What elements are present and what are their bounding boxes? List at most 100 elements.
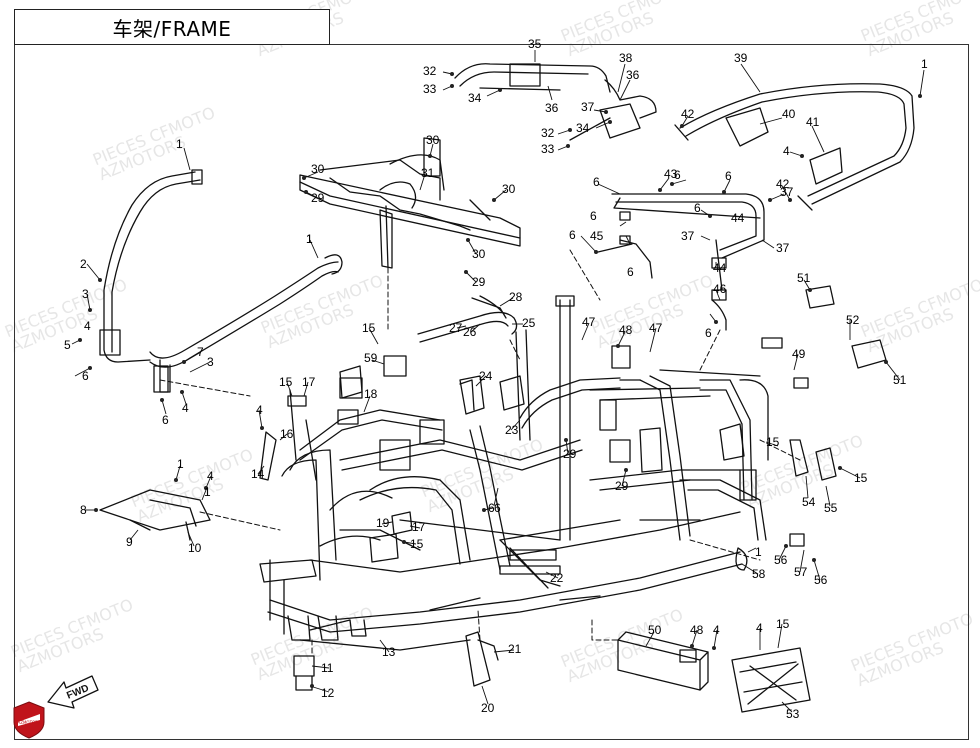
callout-label: 4 xyxy=(207,469,214,483)
callout-label: 37 xyxy=(780,185,794,199)
title-box: 车架/FRAME xyxy=(14,9,330,45)
callout-label: 14 xyxy=(251,467,265,481)
callout-label: 8 xyxy=(80,503,87,517)
callout-label: 56 xyxy=(774,553,788,567)
callout-label: 7 xyxy=(197,345,204,359)
lower-mount-part xyxy=(465,631,499,687)
callout-label: 32 xyxy=(541,126,555,140)
callout-label: 18 xyxy=(364,387,378,401)
callout-label: 43 xyxy=(664,167,678,181)
callout-label: 38 xyxy=(619,51,633,65)
callout-label: 6 xyxy=(593,175,600,189)
lower-bar-part xyxy=(149,254,343,393)
callout-label: 6 xyxy=(569,228,576,242)
callout-label: 6 xyxy=(627,265,634,279)
callout-label: 25 xyxy=(522,316,536,330)
fastener-dots xyxy=(78,72,922,688)
callout-label: 31 xyxy=(421,166,435,180)
callout-label: 41 xyxy=(806,115,820,129)
callout-labels: 35 38 36 32 33 34 36 37 34 32 33 39 1 42… xyxy=(64,37,928,721)
callout-label: 24 xyxy=(479,369,493,383)
callout-label: 20 xyxy=(481,701,495,715)
callout-label: 50 xyxy=(648,623,662,637)
callout-label: 6 xyxy=(162,413,169,427)
rear-crossbar-part xyxy=(617,631,709,691)
callout-label: 26 xyxy=(463,325,477,339)
callout-label: 45 xyxy=(590,229,604,243)
callout-label: 4 xyxy=(713,623,720,637)
callout-label: 15 xyxy=(766,435,780,449)
callout-label: 6 xyxy=(725,169,732,183)
callout-label: 4 xyxy=(182,401,189,415)
callout-label: 11 xyxy=(321,661,334,675)
callout-label: 39 xyxy=(734,51,748,65)
callout-label: 44 xyxy=(713,261,727,275)
callout-label: 44 xyxy=(731,211,745,225)
callout-label: 15 xyxy=(854,471,868,485)
callout-label: 36 xyxy=(626,68,640,82)
diagram-border xyxy=(14,44,969,740)
callout-label: 4 xyxy=(256,403,263,417)
callout-label: 1 xyxy=(306,232,313,246)
callout-label: 42 xyxy=(776,177,790,191)
callout-label: 29 xyxy=(472,275,486,289)
azmotors-logo-icon: AZMOTORS xyxy=(13,701,45,739)
callout-label: 32 xyxy=(423,64,437,78)
callout-label: 29 xyxy=(311,191,325,205)
callout-label: 15 xyxy=(776,617,790,631)
callout-label: 1 xyxy=(204,485,211,499)
callout-label: 36 xyxy=(545,101,559,115)
callout-label: 1 xyxy=(306,232,313,246)
callout-label: 42 xyxy=(681,107,695,121)
right-upper-bar-part xyxy=(674,83,915,211)
callout-label: 1 xyxy=(921,57,928,71)
main-frame-part xyxy=(259,295,769,651)
callout-label: 56 xyxy=(814,573,828,587)
callout-label: 40 xyxy=(782,107,796,121)
callout-label: 6 xyxy=(694,201,701,215)
logo-text: AZMOTORS xyxy=(18,720,41,725)
callout-label: 6 xyxy=(590,209,597,223)
callout-label: 3 xyxy=(82,287,89,301)
callout-label: 12 xyxy=(321,686,335,700)
callout-label: 59 xyxy=(364,351,378,365)
callout-label: 30 xyxy=(502,182,516,196)
callout-label: 23 xyxy=(505,423,519,437)
callout-label: 29 xyxy=(563,447,577,461)
callout-label: 17 xyxy=(412,520,426,534)
callout-label: 54 xyxy=(802,495,816,509)
grab-handle-part xyxy=(417,295,518,343)
callout-label: 34 xyxy=(576,121,590,135)
callout-label: 1 xyxy=(755,545,762,559)
callout-label: 6 xyxy=(494,501,501,515)
callout-label: 48 xyxy=(690,623,704,637)
callout-label: 5 xyxy=(64,338,71,352)
callout-label: 55 xyxy=(824,501,838,515)
callout-label: 16 xyxy=(280,427,294,441)
callout-label: 37 xyxy=(681,229,695,243)
callout-label: 1 xyxy=(176,137,183,151)
callout-label: 53 xyxy=(786,707,800,721)
callout-label: 21 xyxy=(508,642,522,656)
callout-label: 3 xyxy=(207,355,214,369)
callout-label: 4 xyxy=(783,144,790,158)
callout-label: 49 xyxy=(792,347,806,361)
callout-label: 6 xyxy=(82,369,89,383)
callout-label: 4 xyxy=(84,319,91,333)
callout-label: 27 xyxy=(449,321,463,335)
callout-label: 15 xyxy=(362,321,376,335)
callout-label: 2 xyxy=(80,257,87,271)
callout-label: 35 xyxy=(528,37,542,51)
callout-label: 52 xyxy=(846,313,860,327)
callout-label: 9 xyxy=(126,535,133,549)
callout-label: 30 xyxy=(426,133,440,147)
callout-label: 1 xyxy=(177,457,184,471)
callout-label: 28 xyxy=(509,290,523,304)
callout-label: 37 xyxy=(776,241,790,255)
callout-label: 22 xyxy=(550,571,564,585)
callout-label: 6 xyxy=(705,326,712,340)
callout-label: 6 xyxy=(674,168,681,182)
rear-rack-part xyxy=(454,63,657,141)
callout-label: 15 xyxy=(410,537,424,551)
small-brackets xyxy=(153,285,887,691)
